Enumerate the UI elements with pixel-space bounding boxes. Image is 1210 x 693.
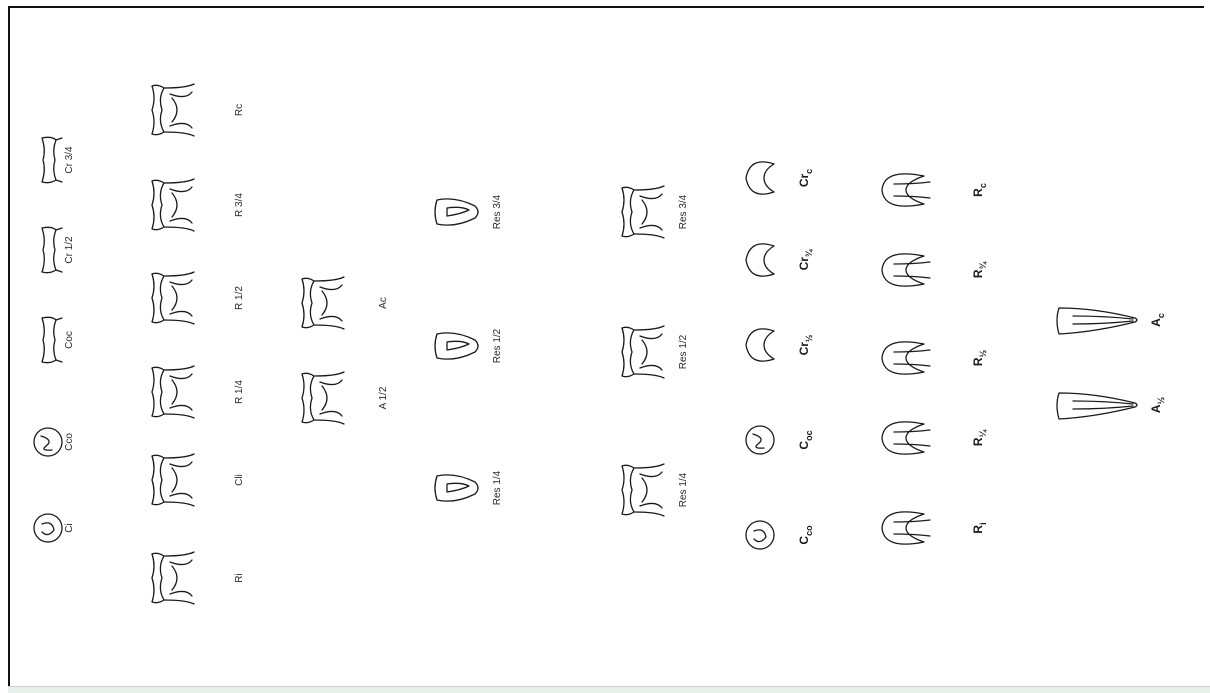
tooth-stage-icon <box>1057 393 1137 419</box>
stage-label: Res 1/2 <box>678 334 689 369</box>
stage-label: Ci <box>64 523 75 532</box>
stage-label: Res 1/4 <box>492 470 503 505</box>
tooth-stage-icon <box>882 254 930 286</box>
stage-label: Ri <box>234 573 245 582</box>
stage-label: Coc <box>797 430 814 449</box>
stage-label: Coc <box>64 331 75 349</box>
tooth-stage-icon <box>622 464 664 516</box>
stage-label: Crc <box>797 169 814 187</box>
stage-label: A 1/2 <box>378 386 389 409</box>
tooth-stage-icon <box>882 512 930 544</box>
tooth-stage-icon <box>152 366 194 418</box>
stage-label: Cco <box>797 525 814 545</box>
tooth-stage-icon <box>152 84 194 136</box>
tooth-stage-icon <box>622 186 664 238</box>
group-molar-apex-stages: A 1/2 Ac <box>302 277 389 424</box>
stage-label: R½ <box>971 349 988 366</box>
tooth-stage-icon <box>882 422 930 454</box>
stage-label: Cr 3/4 <box>64 146 75 174</box>
group-single-root-developing: Ci Cco Coc Cr 1/2 Cr 3/4 <box>34 137 75 542</box>
stage-label: Cco <box>64 433 75 451</box>
tooth-stage-icon <box>152 552 194 604</box>
group-single-root-resorption: Res 1/4 Res 1/2 Res 3/4 <box>435 194 503 505</box>
stage-label: Rc <box>971 183 988 197</box>
stage-label: Ri <box>971 522 988 533</box>
stage-label: Res 1/4 <box>678 472 689 507</box>
tooth-stage-icon <box>302 372 344 424</box>
tooth-stage-icon <box>435 475 478 501</box>
tooth-stage-icon <box>746 329 774 361</box>
tooth-stage-icon <box>302 277 344 329</box>
tooth-stage-icon <box>42 137 62 182</box>
tooth-stage-icon <box>1057 308 1137 334</box>
tooth-stage-icon <box>435 333 478 359</box>
tooth-stage-icon <box>152 454 194 506</box>
group-molar-root-stages: Ri Cli R 1/4 R 1/2 R 3/4 Rc <box>152 84 245 604</box>
stage-label: Ac <box>1149 313 1166 327</box>
stage-label: R 3/4 <box>234 193 245 217</box>
tooth-stage-icon <box>882 174 930 206</box>
tooth-stage-icon <box>152 179 194 231</box>
tooth-stage-icon <box>34 514 62 542</box>
stage-label: R¼ <box>971 428 988 446</box>
stage-label: Cr½ <box>797 334 814 355</box>
stage-label: Res 3/4 <box>492 194 503 229</box>
stage-label: Rc <box>234 104 245 116</box>
tooth-stage-icon <box>746 244 774 276</box>
tooth-stage-icon <box>746 521 774 549</box>
group-molar-resorption: Res 1/4 Res 1/2 Res 3/4 <box>622 186 689 516</box>
tooth-stage-icon <box>746 162 774 194</box>
group-incisor-root-stages: Ri R¼ R½ R¾ Rc <box>882 174 988 544</box>
stage-label: Res 3/4 <box>678 194 689 229</box>
tooth-stage-icon <box>882 342 930 374</box>
stage-label: Cli <box>234 474 245 486</box>
tooth-stage-icon <box>34 428 62 456</box>
stage-label: A½ <box>1149 396 1166 413</box>
tooth-stage-icon <box>42 317 62 362</box>
tooth-stage-icon <box>42 227 62 272</box>
group-incisor-apex-stages: A½ Ac <box>1057 308 1166 419</box>
tooth-stage-icon <box>622 326 664 378</box>
stage-label: Cr 1/2 <box>64 236 75 264</box>
stage-label: R¾ <box>971 260 988 278</box>
stage-label: R 1/4 <box>234 380 245 404</box>
stage-label: Res 1/2 <box>492 328 503 363</box>
tooth-stage-icon <box>746 426 774 454</box>
stage-label: Cr¾ <box>797 248 814 270</box>
stage-label: R 1/2 <box>234 286 245 310</box>
stage-label: Ac <box>378 297 389 309</box>
tooth-stage-icon <box>152 272 194 324</box>
group-incisor-crown-stages: Cco Coc Cr½ Cr¾ Crc <box>746 162 814 549</box>
tooth-stage-icon <box>435 199 478 225</box>
